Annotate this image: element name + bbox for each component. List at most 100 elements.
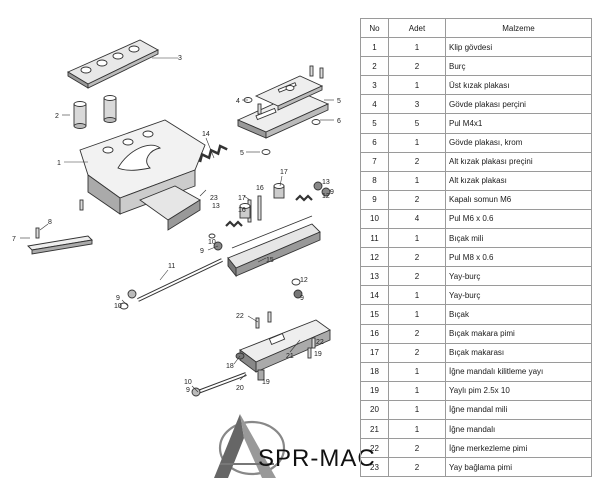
row-quantity: 2 bbox=[388, 342, 446, 363]
row-material: Bıçak makarası bbox=[445, 342, 592, 363]
callout-17: 17 bbox=[280, 169, 288, 176]
row-material: Pul M4x1 bbox=[445, 113, 592, 134]
callout-8: 8 bbox=[48, 219, 52, 226]
row-number: 7 bbox=[360, 151, 389, 172]
row-quantity: 5 bbox=[388, 113, 446, 134]
callout-12: 12 bbox=[300, 277, 308, 284]
row-quantity: 1 bbox=[388, 228, 446, 249]
row-material: Yaylı pim 2.5x 10 bbox=[445, 380, 592, 401]
row-material: Burç bbox=[445, 56, 592, 77]
row-number: 9 bbox=[360, 189, 389, 210]
callout-16: 16 bbox=[256, 185, 264, 192]
row-quantity: 2 bbox=[388, 247, 446, 268]
callout-9b: 9 bbox=[116, 295, 120, 302]
row-number: 16 bbox=[360, 323, 389, 344]
part-needle-latch bbox=[235, 311, 331, 381]
row-quantity: 2 bbox=[388, 151, 446, 172]
row-material: Bıçak mili bbox=[445, 228, 592, 249]
row-material: Pul M6 x 0.6 bbox=[445, 208, 592, 230]
row-number: 4 bbox=[360, 94, 389, 115]
callout-5: 5 bbox=[337, 98, 341, 105]
row-material: Alt kızak plakası bbox=[445, 170, 592, 191]
row-quantity: 2 bbox=[388, 438, 446, 459]
row-number: 1 bbox=[360, 37, 389, 58]
row-material: Klip gövdesi bbox=[445, 37, 592, 58]
callout-16b: 16 bbox=[238, 207, 246, 214]
row-material: İğne merkezleme pimi bbox=[445, 438, 592, 459]
callout-15: 15 bbox=[266, 257, 274, 264]
row-quantity: 3 bbox=[388, 94, 446, 115]
row-number: 22 bbox=[360, 438, 389, 459]
row-material: Gövde plakası perçini bbox=[445, 94, 592, 115]
part-needle-latch-shaft bbox=[191, 372, 247, 397]
row-quantity: 1 bbox=[388, 285, 446, 306]
row-quantity: 1 bbox=[388, 418, 446, 440]
callout-6: 6 bbox=[337, 118, 341, 125]
callout-5b: 5 bbox=[240, 150, 244, 157]
row-number: 8 bbox=[360, 170, 389, 191]
row-material: Yay-burç bbox=[445, 266, 592, 287]
row-number: 11 bbox=[360, 228, 389, 249]
callout-22: 22 bbox=[236, 313, 244, 320]
callout-4: 4 bbox=[236, 98, 240, 105]
row-number: 5 bbox=[360, 113, 389, 134]
row-material: İğne mandal mili bbox=[445, 399, 592, 420]
leader-lines bbox=[20, 57, 334, 393]
row-quantity: 1 bbox=[388, 399, 446, 420]
callout-21: 21 bbox=[286, 353, 294, 360]
row-number: 15 bbox=[360, 304, 389, 325]
part-rollers-and-pins bbox=[208, 181, 331, 251]
callout-3: 3 bbox=[178, 55, 182, 62]
callout-9c: 9 bbox=[330, 189, 334, 196]
row-quantity: 2 bbox=[388, 266, 446, 287]
part-knife bbox=[227, 215, 321, 278]
row-number: 21 bbox=[360, 418, 389, 440]
row-quantity: 1 bbox=[388, 304, 446, 325]
row-material: Bıçak bbox=[445, 304, 592, 325]
row-number: 10 bbox=[360, 208, 389, 230]
callout-9d: 9 bbox=[300, 295, 304, 302]
callout-1: 1 bbox=[57, 160, 61, 167]
callout-9: 9 bbox=[200, 248, 204, 255]
row-number: 14 bbox=[360, 285, 389, 306]
row-material: Üst kızak plakası bbox=[445, 75, 592, 96]
callout-18: 18 bbox=[226, 363, 234, 370]
row-number: 13 bbox=[360, 266, 389, 287]
callout-7: 7 bbox=[12, 236, 16, 243]
callout-13: 13 bbox=[212, 203, 220, 210]
row-quantity: 1 bbox=[388, 37, 446, 58]
part-clip-body bbox=[79, 119, 206, 231]
callout-20: 20 bbox=[236, 385, 244, 392]
row-material: Pul M8 x 0.6 bbox=[445, 247, 592, 268]
header-qty: Adet bbox=[388, 17, 446, 39]
header-material: Malzeme bbox=[445, 17, 592, 39]
callout-10: 10 bbox=[114, 303, 122, 310]
row-quantity: 1 bbox=[388, 75, 446, 96]
part-body-plate-chrome bbox=[236, 65, 330, 155]
spr-mac-logo-mark bbox=[214, 414, 286, 478]
row-quantity: 4 bbox=[388, 208, 446, 230]
part-upper-slide-plate bbox=[67, 39, 159, 89]
row-quantity: 1 bbox=[388, 170, 446, 191]
row-number: 3 bbox=[360, 75, 389, 96]
callout-11: 11 bbox=[168, 263, 175, 270]
row-quantity: 1 bbox=[388, 361, 446, 382]
part-lower-slide-plate bbox=[27, 199, 93, 255]
callout-2: 2 bbox=[55, 113, 59, 120]
